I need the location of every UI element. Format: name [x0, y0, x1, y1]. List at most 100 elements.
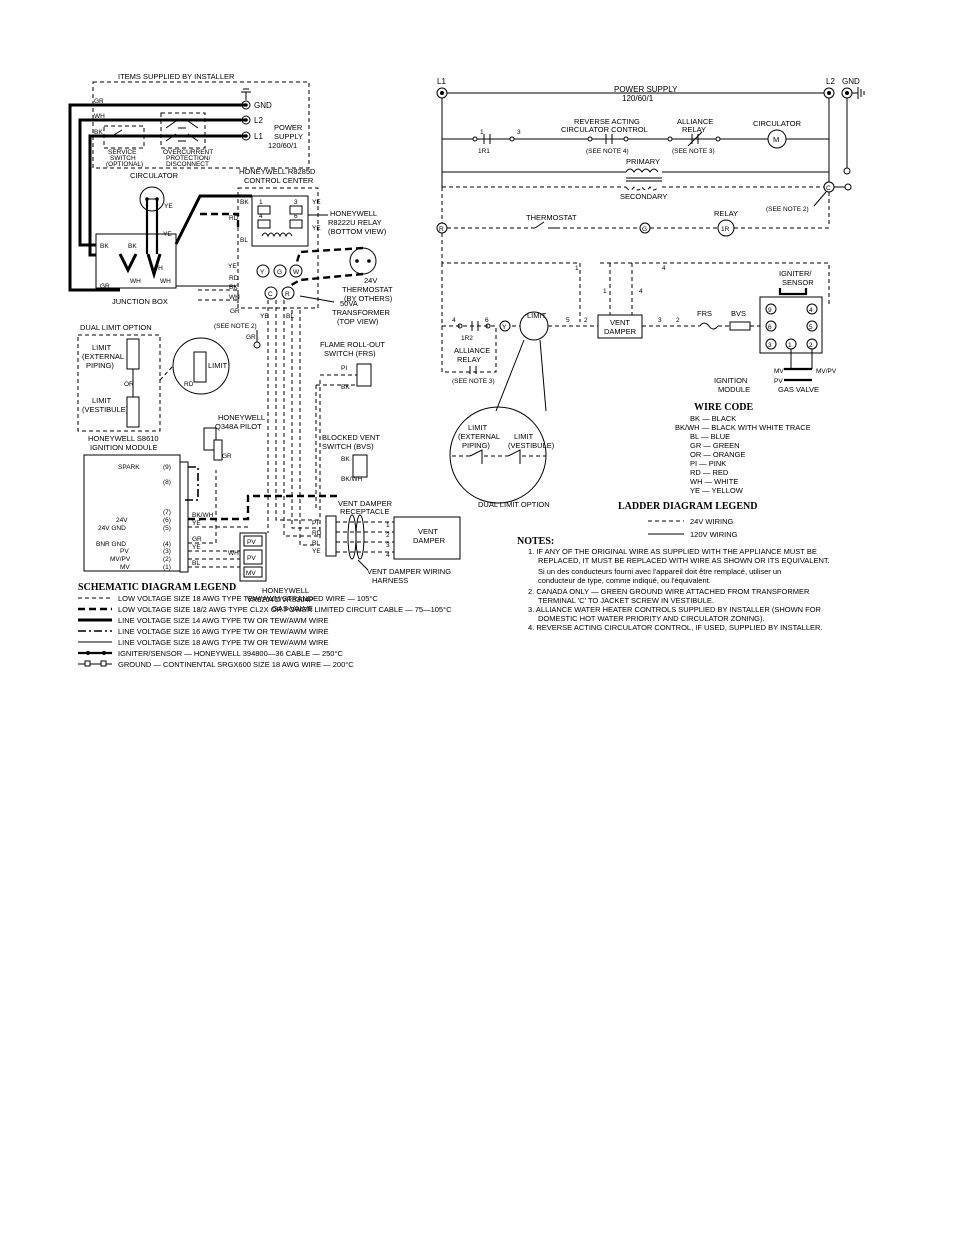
module-num-1: (1)	[163, 564, 171, 571]
rec-num-3: 3	[386, 542, 390, 549]
schematic-dual-limit-box	[77, 334, 161, 432]
sch-limit-ves-1: LIMIT	[92, 396, 112, 405]
jb-label-wh2: WH	[130, 278, 141, 285]
cc-label-ye3: YE	[228, 263, 237, 270]
ground-wire	[68, 103, 246, 292]
ladder-terminal-g	[639, 222, 651, 234]
ladder-num-2b: 2	[676, 317, 680, 324]
vent-damper-label-2: DAMPER	[413, 536, 446, 545]
ladder-circulator-label: CIRCULATOR	[753, 119, 802, 128]
frs-label-pi: PI	[341, 365, 347, 372]
ladder-bvs-symbol	[729, 321, 751, 331]
ladder-dl-ves-2: (VESTIBULE)	[508, 441, 555, 450]
ladder-see-note-3a: (SEE NOTE 3)	[672, 148, 715, 155]
junction-connector-2	[146, 253, 162, 280]
wire-code-item-7: RD — RED	[690, 468, 729, 477]
rec-label-rd: RD	[312, 530, 322, 537]
ladder-bvs-label: BVS	[731, 309, 746, 318]
schematic-legend-item-3: LINE VOLTAGE SIZE 14 AWG TYPE TW OR TEW/…	[118, 616, 328, 625]
wire-code-item-6: PI — PINK	[690, 459, 726, 468]
relay-label-2: R8222U RELAY	[328, 218, 382, 227]
transformer-label-3: (TOP VIEW)	[337, 317, 379, 326]
bvs-label-bk: BK	[341, 456, 350, 463]
ladder-terminal-g-label: G	[642, 226, 647, 233]
ladder-motor-m: M	[773, 135, 779, 144]
wire-code-item-8: WH — WHITE	[690, 477, 738, 486]
schematic-diagram: ITEMS SUPPLIED BY INSTALLER GND L2 L1 PO…	[68, 72, 461, 669]
module-num-8: (8)	[163, 479, 171, 486]
ladder-num-4b: 4	[662, 265, 666, 272]
ladder-reverse-acting-1: REVERSE ACTING	[574, 117, 640, 126]
schematic-legend-item-2: LOW VOLTAGE SIZE 18/2 AWG TYPE CL2X OR P…	[118, 605, 452, 614]
ladder-module-9: 9	[768, 307, 772, 314]
module-num-7: (7)	[163, 509, 171, 516]
ladder-igniter-2: SENSOR	[782, 278, 814, 287]
junction-connector-1	[118, 253, 138, 274]
bvs-label-2: SWITCH (BVS)	[322, 442, 374, 451]
transformer-label-1: 50VA	[340, 299, 358, 308]
overcurrent-label-2: PROTECTION/	[166, 155, 211, 162]
module-num-5: (5)	[163, 525, 171, 532]
ladder-module-2: 2	[809, 342, 813, 349]
gas-valve-label-2: VR8204C/VR8304P	[247, 595, 314, 604]
sch-limit-ext-3: PIPING)	[86, 361, 114, 370]
pilot-assembly	[203, 427, 217, 451]
ladder-power-supply-2: 120/60/1	[622, 94, 654, 103]
cc-label-gr: GR	[230, 308, 240, 315]
ground-screw	[253, 341, 261, 349]
jb-label-wh: WH	[152, 265, 163, 272]
wire-label-bk: BK	[94, 129, 103, 136]
overcurrent-label-3: DISCONNECT	[166, 161, 209, 168]
sch-limit-external-switch	[126, 338, 140, 370]
ignition-module-box	[83, 454, 181, 572]
power-supply-label-3: 120/60/1	[268, 141, 297, 150]
ladder-module-term-6	[765, 320, 777, 332]
wire-code-item-1: BK — BLACK	[690, 414, 736, 423]
vent-damper-box	[393, 516, 461, 560]
power-supply-label-2: SUPPLY	[274, 132, 303, 141]
ladder-legend-item-2: 120V WIRING	[690, 530, 738, 539]
cc-label-wh: WH	[229, 294, 240, 301]
note-line-7: 3. ALLIANCE WATER HEATER CONTROLS SUPPLI…	[528, 605, 822, 614]
note-line-6: TERMINAL 'C' TO JACKET SCREW IN VESTIBUL…	[538, 596, 714, 605]
circulator-label: CIRCULATOR	[130, 171, 179, 180]
mod-label-bkwh: BK/WH	[192, 512, 214, 519]
wire-code-item-9: YE — YELLOW	[690, 486, 744, 495]
schematic-limit-label: LIMIT	[208, 361, 228, 370]
ladder-igniter-1: IGNITER/	[779, 269, 812, 278]
note-line-3: Si un des conducteurs fourni avec l'appa…	[538, 567, 781, 576]
cc-terminal-g	[273, 264, 287, 278]
schematic-legend-title: SCHEMATIC DIAGRAM LEGEND	[78, 582, 236, 593]
ladder-num-1a: 1	[480, 129, 484, 136]
ladder-terminal-r-label: R	[439, 226, 444, 233]
sch-limit-vestibule-switch	[126, 396, 140, 428]
ladder-power-supply-1: POWER SUPPLY	[614, 85, 678, 94]
ladder-num-6d: 6	[485, 317, 489, 324]
rec-label-ye: YE	[312, 548, 321, 555]
module-term-mvpv: MV/PV	[110, 556, 131, 563]
ladder-gv-mv: MV	[774, 368, 784, 375]
ladder-alliance-relay-1: ALLIANCE	[677, 117, 713, 126]
relay-term-3: 3	[294, 199, 298, 206]
bvs-label-1: BLOCKED VENT	[322, 433, 380, 442]
module-term-spark: SPARK	[118, 464, 140, 471]
ladder-dual-limit-label: DUAL LIMIT OPTION	[478, 500, 550, 509]
frs-label-1: FLAME ROLL-OUT	[320, 340, 385, 349]
overcurrent-label-1: OVERCURRENT	[163, 149, 213, 156]
ladder-l2-label: L2	[826, 77, 835, 86]
module-term-bnrgnd: BNR GND	[96, 541, 126, 548]
l2-wire	[78, 118, 246, 247]
ladder-legend-title: LADDER DIAGRAM LEGEND	[618, 501, 757, 512]
schematic-limit-circle	[172, 337, 230, 395]
module-num-4: (4)	[163, 541, 171, 548]
installer-items-box	[92, 81, 310, 169]
overcurrent-box	[160, 112, 206, 149]
transformer-c-label: C	[268, 291, 273, 298]
ladder-dl-ext-1: LIMIT	[468, 423, 488, 432]
ladder-ignition-2: MODULE	[718, 385, 750, 394]
bvs-switch	[352, 454, 368, 478]
ignition-module-label-1: HONEYWELL S8610	[88, 434, 159, 443]
ladder-terminal-y-label: Y	[502, 324, 507, 331]
pilot-label-gr: GR	[222, 453, 232, 460]
ladder-dl-ext-2: (EXTERNAL	[458, 432, 500, 441]
